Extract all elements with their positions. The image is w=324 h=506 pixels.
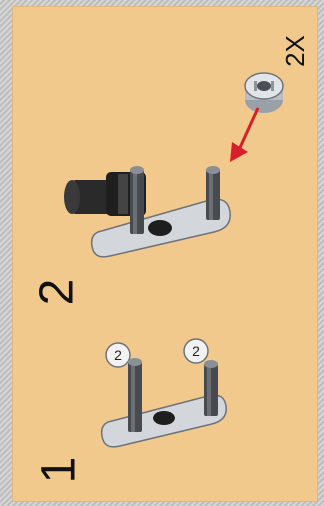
part-count-label: 2X <box>282 35 308 67</box>
axle-pin-icon <box>128 358 142 432</box>
step-number-1: 1 <box>35 457 83 484</box>
axle-pin-icon <box>130 166 144 234</box>
step-number-2: 2 <box>33 279 81 306</box>
step2-assembly <box>60 150 260 260</box>
axle-pin-icon <box>206 166 220 220</box>
step1-assembly <box>98 356 238 456</box>
axle-pin-icon <box>204 360 218 416</box>
